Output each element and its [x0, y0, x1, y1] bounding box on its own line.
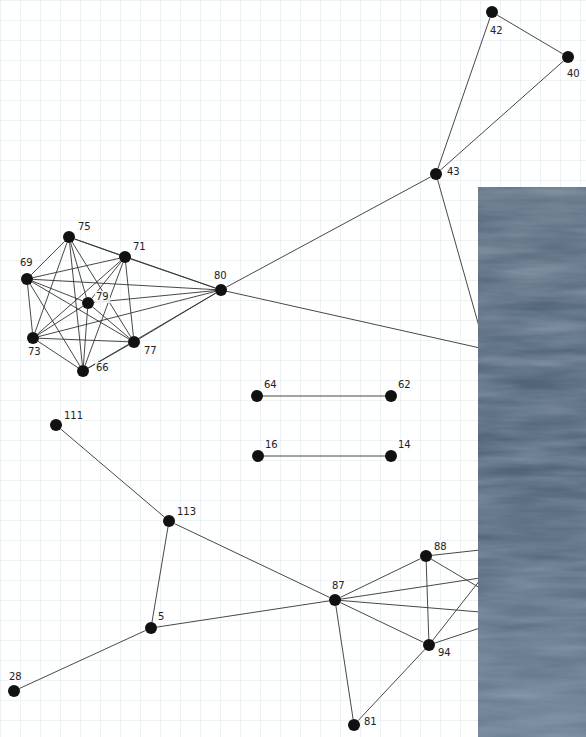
vertex-label: 73 [27, 346, 42, 358]
vertex-label: 28 [8, 671, 23, 683]
vertex-label: 16 [264, 439, 279, 451]
graph-vertex: 71 [119, 251, 131, 263]
graph-edge [438, 18, 490, 169]
vertex-label: 40 [566, 68, 581, 80]
vertex-label: 62 [397, 379, 412, 391]
vertex-label: 71 [132, 241, 147, 253]
graph-vertex: 77 [128, 336, 140, 348]
graph-edge [33, 281, 83, 301]
vertex-label: 69 [19, 257, 34, 269]
graph-edge [131, 259, 216, 288]
graph-edge [226, 177, 430, 287]
graph-vertex: 66 [77, 365, 89, 377]
graph-vertex: 75 [63, 231, 75, 243]
graph-vertex: 94 [423, 639, 435, 651]
graph-vertex: 14 [385, 450, 397, 462]
vertex-label: 80 [213, 270, 228, 282]
vertex-label: 14 [397, 439, 412, 451]
graph-vertex: 81 [348, 719, 360, 731]
graph-edge [19, 631, 145, 689]
graph-edge [28, 285, 33, 332]
vertex-label: 88 [433, 541, 448, 553]
graph-edge [33, 279, 215, 289]
graph-vertex: 80 [215, 284, 227, 296]
vertex-label: 87 [331, 580, 346, 592]
vertex-label: 94 [437, 647, 452, 659]
graph-edge [71, 243, 87, 297]
graph-edge [440, 61, 563, 170]
graph-edge [38, 341, 78, 367]
graph-edge [152, 527, 168, 622]
vertex-label: 43 [446, 166, 461, 178]
graph-vertex: 62 [385, 390, 397, 402]
vertex-label: 64 [263, 379, 278, 391]
vertex-label: 75 [77, 221, 92, 233]
graph-edge [358, 649, 425, 720]
offscreen-edges [221, 174, 480, 645]
graph-vertex: 64 [251, 390, 263, 402]
vertex-label: 79 [95, 291, 110, 303]
graph-vertex: 79 [82, 297, 94, 309]
graph-vertex: 88 [420, 550, 432, 562]
vertex-label: 77 [143, 345, 158, 357]
vertex-label: 111 [63, 410, 84, 422]
graph-edge [340, 603, 423, 643]
graph-vertex: 87 [329, 594, 341, 606]
vertex-label: 113 [176, 506, 197, 518]
graph-vertex: 73 [27, 332, 39, 344]
graph-edge [39, 338, 128, 342]
graph-edge [39, 291, 215, 336]
graph-edge [93, 307, 130, 338]
vertex-label: 42 [489, 25, 504, 37]
graph-edge [88, 293, 216, 368]
graph-edge [264, 456, 385, 457]
graph-edge [61, 429, 165, 517]
graph-vertex: 111 [50, 419, 62, 431]
graph-edge [174, 524, 329, 598]
graph-vertex: 16 [252, 450, 264, 462]
graph-edge [33, 258, 119, 277]
graph-edge [263, 396, 385, 397]
graph-edge [31, 241, 65, 275]
graph-edge [497, 15, 563, 54]
graph-vertex: 42 [486, 6, 498, 18]
graph-edge [426, 562, 429, 639]
graph-vertex: 5 [145, 622, 157, 634]
graph-vertex: 69 [21, 273, 33, 285]
graph-edge [336, 606, 353, 719]
vertex-label: 81 [363, 716, 378, 728]
vertex-label: 66 [95, 362, 110, 374]
graph-vertex: 113 [163, 515, 175, 527]
graph-edge [85, 263, 123, 366]
graph-edge [38, 306, 83, 335]
graph-edge [83, 309, 87, 365]
graph-edge [157, 601, 329, 627]
graph-edge [340, 559, 420, 598]
vertex-label: 5 [157, 611, 165, 623]
graph-vertex: 43 [430, 168, 442, 180]
graph-vertex: 28 [8, 685, 20, 697]
graph-edge [38, 261, 121, 334]
graph-vertex: 40 [562, 51, 574, 63]
